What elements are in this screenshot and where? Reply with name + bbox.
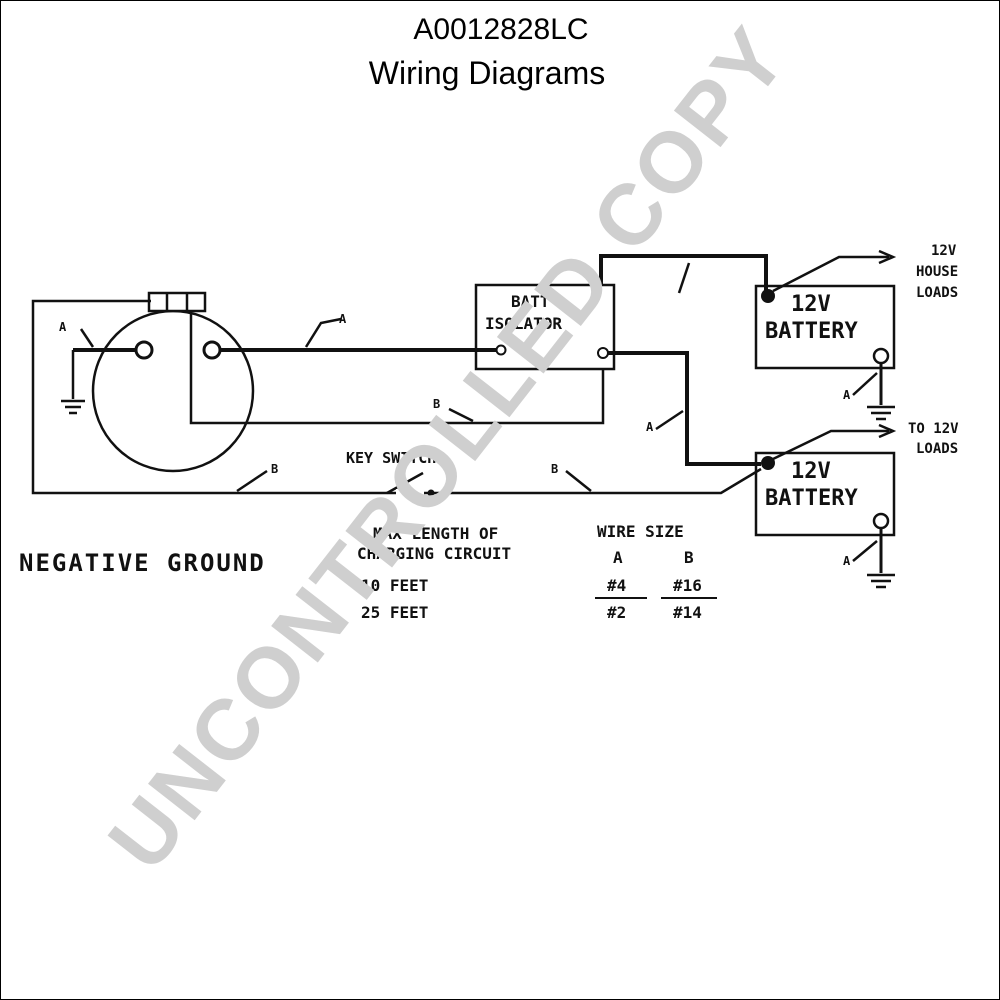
length-header-line2: CHARGING CIRCUIT [357,544,511,563]
svg-text:12V: 12V [931,243,957,259]
row-2-a: #2 [607,603,626,622]
row-2-length: 25 FEET [361,603,428,622]
ground-icon [61,399,85,415]
to-loads-label: TO 12V LOADS [908,421,959,457]
svg-text:A: A [339,312,347,326]
size-header: WIRE SIZE [597,522,684,541]
row-1-a: #4 [607,576,626,595]
battery-bottom-voltage: 12V [791,459,831,484]
battery-top-label: BATTERY [765,319,858,344]
document-id: A0012828LC [413,13,589,46]
ground-icon [867,405,895,421]
alternator [91,291,255,473]
svg-text:A: A [59,320,67,334]
col-b-header: B [684,548,694,567]
battery-top: 12V BATTERY [754,284,896,370]
col-a-header: A [613,548,623,567]
svg-text:B: B [271,462,278,476]
watermark: UNCONTROLLED COPY [90,9,806,888]
isolator-label-line2: ISOLATOR [485,314,562,333]
svg-text:LOADS: LOADS [916,285,958,301]
battery-bottom: 12V BATTERY [754,451,896,537]
wire-callouts [79,262,878,562]
ground-symbols [61,399,895,589]
svg-text:HOUSE: HOUSE [916,264,958,280]
svg-text:A: A [646,420,654,434]
key-switch: KEY SWITCH [346,449,436,497]
svg-text:B: B [433,397,440,411]
wires [31,249,897,573]
row-2-b: #14 [673,603,702,622]
svg-text:LOADS: LOADS [916,441,958,457]
isolator-terminal-label: A [521,344,529,358]
svg-text:TO 12V: TO 12V [908,421,959,437]
svg-text:B: B [551,462,558,476]
wire-callout-labels: A A B A B B A A [59,312,851,568]
house-loads-label: 12V HOUSE LOADS [916,243,958,301]
length-header-line1: MAX LENGTH OF [373,524,498,543]
svg-text:A: A [843,554,851,568]
svg-text:A: A [843,388,851,402]
document-title: Wiring Diagrams [368,55,606,91]
wire-size-table: MAX LENGTH OF CHARGING CIRCUIT WIRE SIZE… [357,522,717,622]
row-1-b: #16 [673,576,702,595]
ground-icon [867,573,895,589]
negative-ground-label: NEGATIVE GROUND [19,549,266,577]
battery-top-voltage: 12V [791,292,831,317]
row-1-length: 10 FEET [361,576,428,595]
battery-isolator: BATT ISOLATOR A [474,283,616,371]
key-switch-label: KEY SWITCH [346,449,436,467]
isolator-label-line1: BATT [511,292,550,311]
battery-bottom-label: BATTERY [765,486,858,511]
